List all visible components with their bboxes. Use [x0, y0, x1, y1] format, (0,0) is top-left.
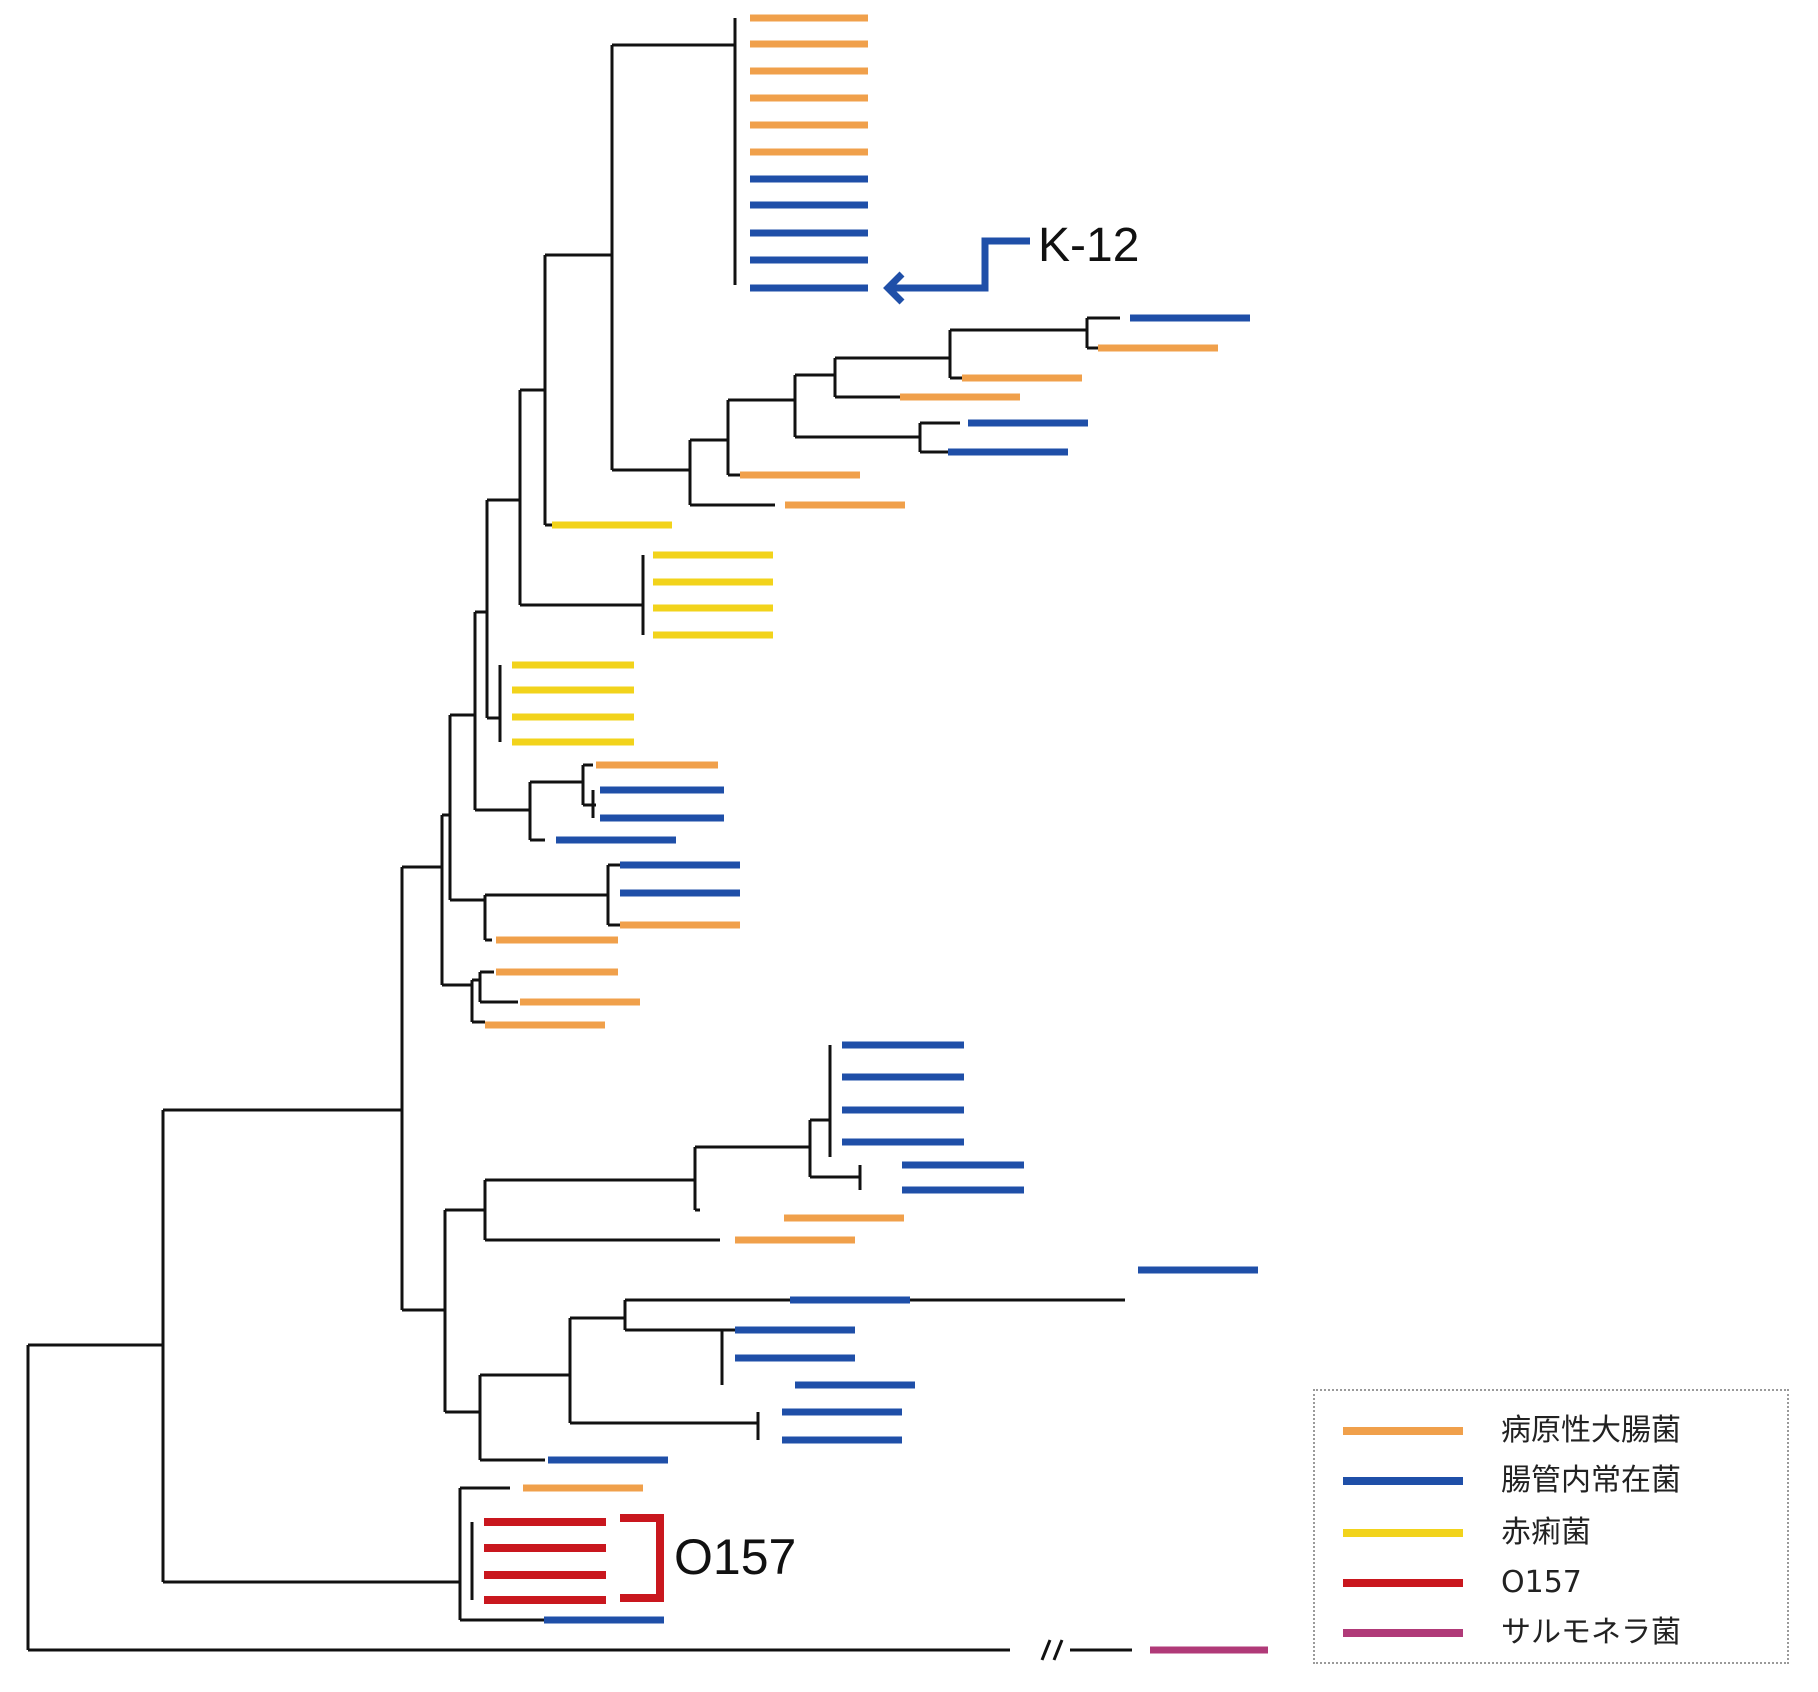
- legend-item-commensal-ecoli: 腸管内常在菌: [1329, 1461, 1769, 1501]
- legend-swatch: [1343, 1629, 1463, 1637]
- o157-callout-label: O157: [674, 1529, 797, 1585]
- left-arrow-icon: [883, 237, 1030, 305]
- legend-label: O157: [1501, 1565, 1582, 1600]
- legend-item-o157: O157: [1329, 1563, 1769, 1603]
- legend-label: 赤痢菌: [1501, 1515, 1591, 1550]
- legend-swatch: [1343, 1529, 1463, 1537]
- o157-bracket: [620, 1514, 664, 1602]
- k12-callout-label: K-12: [1038, 219, 1140, 272]
- legend-swatch: [1343, 1477, 1463, 1485]
- axis-break-icon: [1040, 1639, 1064, 1661]
- legend-swatch: [1343, 1579, 1463, 1587]
- legend-item-salmonella: サルモネラ菌: [1329, 1613, 1769, 1653]
- legend: 病原性大腸菌 腸管内常在菌 赤痢菌 O157 サルモネラ菌: [1313, 1389, 1789, 1664]
- legend-label: サルモネラ菌: [1501, 1615, 1681, 1650]
- legend-swatch: [1343, 1427, 1463, 1435]
- legend-item-pathogenic-ecoli: 病原性大腸菌: [1329, 1411, 1769, 1451]
- legend-label: 病原性大腸菌: [1501, 1413, 1681, 1448]
- legend-label: 腸管内常在菌: [1501, 1463, 1681, 1498]
- legend-item-shigella: 赤痢菌: [1329, 1513, 1769, 1553]
